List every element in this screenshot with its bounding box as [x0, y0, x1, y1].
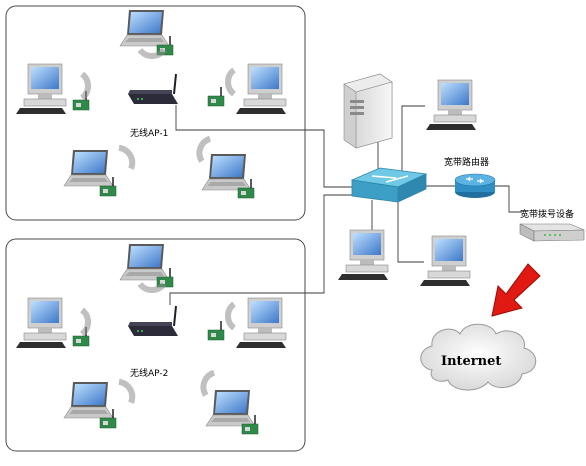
modem-label: 宽带拨号设备 [520, 210, 575, 220]
desktop-pc-icon [419, 235, 471, 287]
cloud-icon [420, 323, 537, 391]
server-tower-icon [343, 73, 393, 149]
router-icon [454, 173, 496, 198]
wires [169, 105, 522, 305]
router-label: 宽带路由器 [444, 158, 490, 168]
ap1-label: 无线AP-1 [130, 129, 169, 139]
desktop-pc-icon [425, 79, 477, 131]
switch-icon [350, 167, 428, 203]
internet-label: Internet [441, 354, 502, 369]
desktop-pc-icon [337, 229, 389, 281]
ap2-label: 无线AP-2 [130, 369, 169, 379]
arrow-icon [491, 263, 541, 317]
modem-icon [519, 223, 585, 242]
